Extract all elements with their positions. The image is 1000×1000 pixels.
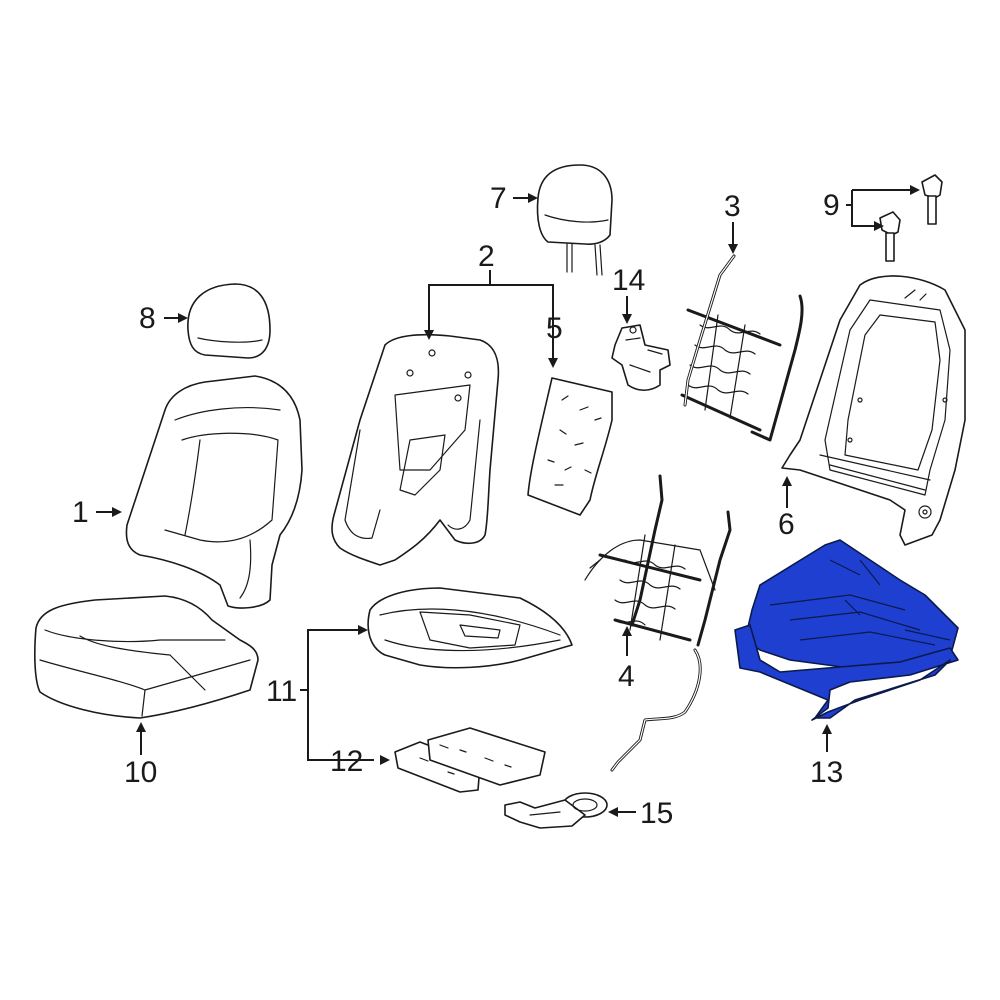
part-12-seat-mat[interactable] <box>394 727 546 793</box>
callout-labels: 1 2 3 4 5 6 7 8 9 10 11 12 13 14 15 <box>72 182 843 830</box>
part-8-headrest[interactable] <box>187 283 271 359</box>
callout-3: 3 <box>724 190 741 223</box>
part-15-control-module[interactable] <box>504 792 608 829</box>
callout-5: 5 <box>546 312 563 345</box>
callout-10: 10 <box>124 756 157 789</box>
part-11-cushion-pad[interactable] <box>367 587 573 669</box>
callout-11: 11 <box>266 675 297 708</box>
callout-8: 8 <box>139 302 156 335</box>
callout-15: 15 <box>640 797 673 830</box>
part-7-headrest[interactable] <box>536 164 613 276</box>
callout-14: 14 <box>612 264 645 297</box>
leader-lines <box>96 185 920 817</box>
callout-4: 4 <box>618 660 635 693</box>
callout-12: 12 <box>330 745 363 778</box>
part-1-seatback-cover[interactable] <box>125 375 303 609</box>
part-9-headrest-guides[interactable] <box>879 174 943 262</box>
part-4-suspension-mat[interactable] <box>584 474 732 772</box>
part-3-suspension-mat[interactable] <box>680 254 804 442</box>
part-14-lumbar-motor[interactable] <box>611 324 671 392</box>
part-13-seat-track[interactable] <box>734 539 959 721</box>
callout-2: 2 <box>478 240 495 273</box>
callout-13: 13 <box>810 756 843 789</box>
part-2-seatback-pad[interactable] <box>331 333 500 566</box>
part-10-cushion-cover[interactable] <box>34 595 259 719</box>
callout-9: 9 <box>823 189 840 222</box>
callout-1: 1 <box>72 496 89 529</box>
part-6-seatback-frame[interactable] <box>781 275 966 546</box>
part-5-pad-insert[interactable] <box>527 377 613 516</box>
callout-6: 6 <box>778 508 795 541</box>
callout-7: 7 <box>490 182 507 215</box>
